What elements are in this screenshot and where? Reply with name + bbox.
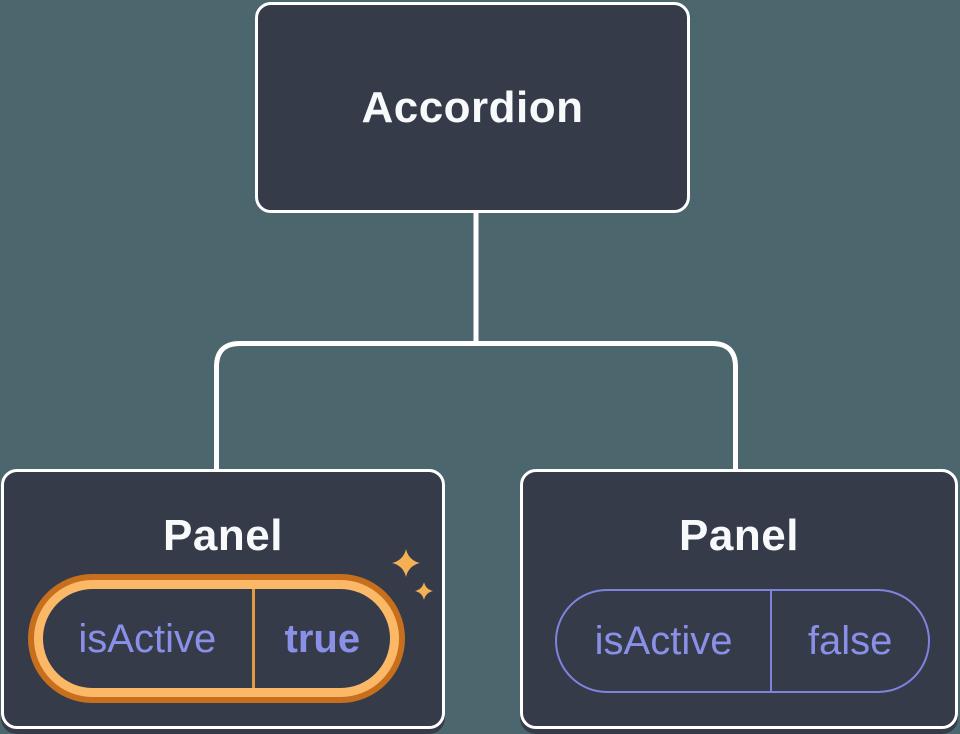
accordion-node-label: Accordion — [361, 82, 584, 132]
sparkles-icon — [415, 582, 433, 600]
panel-node-label: Panel — [163, 511, 283, 560]
state-value-label: true — [284, 616, 361, 661]
panel-node-inactive: Panel isActive false — [520, 469, 958, 729]
state-name-label: isActive — [594, 619, 733, 663]
state-value-label: false — [807, 619, 893, 663]
state-pill-inactive: isActive false — [555, 589, 930, 693]
accordion-node: Accordion — [255, 2, 690, 213]
state-name-cell: isActive — [557, 591, 773, 691]
state-pill-active: isActive true — [28, 574, 405, 703]
state-name-cell: isActive — [43, 589, 255, 688]
state-value-cell: true — [255, 589, 390, 688]
state-pill-body: isActive false — [557, 591, 928, 691]
panel-node-label: Panel — [679, 511, 799, 560]
panel-node-active: Panel isActive true — [1, 469, 445, 729]
state-pill-body: isActive true — [43, 589, 390, 688]
state-value-cell: false — [772, 591, 928, 691]
state-name-label: isActive — [78, 616, 217, 661]
